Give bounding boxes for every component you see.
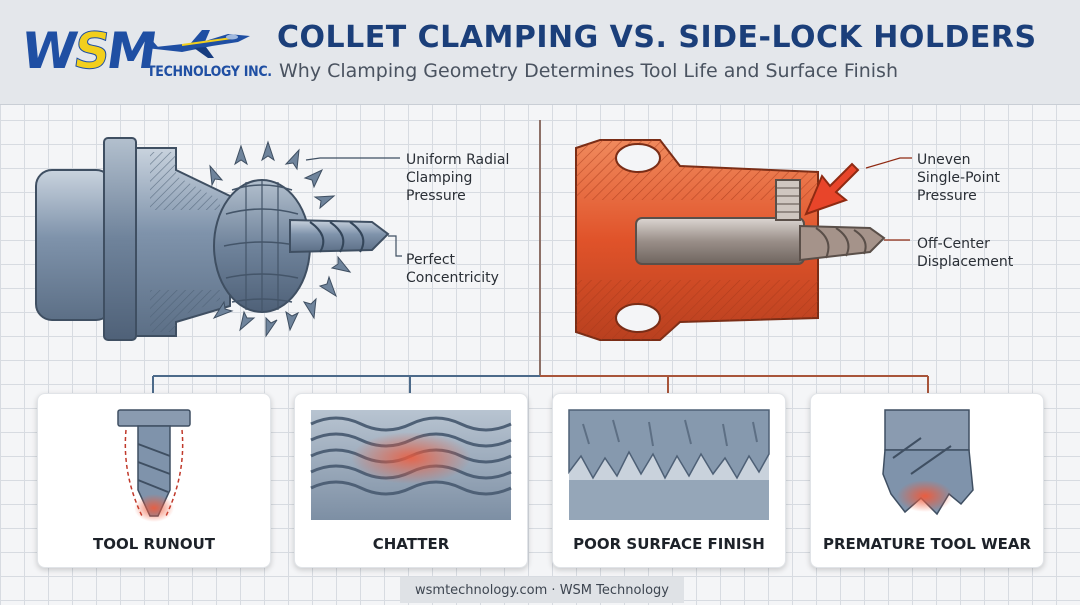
chatter-icon [310, 410, 512, 520]
card-label: CHATTER [372, 535, 450, 553]
callout-perfect-concentricity: Perfect Concentricity [406, 252, 499, 286]
page-title: COLLET CLAMPING VS. SIDE-LOCK HOLDERS [277, 20, 1037, 55]
collet-holder-illustration [35, 137, 402, 341]
callout-offcenter-displacement: Off-Center Displacement [917, 236, 1014, 270]
card-label: TOOL RUNOUT [93, 535, 215, 553]
page-subtitle: Why Clamping Geometry Determines Tool Li… [279, 60, 898, 82]
footer-credit: wsmtechnology.com · WSM Technology [400, 577, 684, 603]
card-tool-runout: TOOL RUNOUT [37, 393, 271, 568]
card-chatter: CHATTER [294, 393, 528, 568]
jet-logo-icon [144, 30, 250, 58]
card-label: POOR SURFACE FINISH [573, 535, 765, 553]
tool-runout-icon [117, 409, 191, 522]
card-label: PREMATURE TOOL WEAR [822, 535, 1032, 553]
callout-uneven-pressure: Uneven Single-Point Pressure [917, 152, 1000, 204]
worn-tool-icon [882, 409, 974, 516]
header-bar: WSM TECHNOLOGY INC. COLLET CLAMPING VS. … [0, 0, 1080, 105]
card-poor-surface-finish: POOR SURFACE FINISH [552, 393, 786, 568]
callout-uniform-pressure: Uniform Radial Clamping Pressure [406, 152, 510, 204]
rough-surface-icon [568, 409, 770, 520]
card-premature-tool-wear: PREMATURE TOOL WEAR [810, 393, 1044, 568]
connector-tree [152, 374, 929, 394]
center-divider [539, 120, 541, 376]
logo-subtitle: TECHNOLOGY INC. [147, 64, 272, 80]
